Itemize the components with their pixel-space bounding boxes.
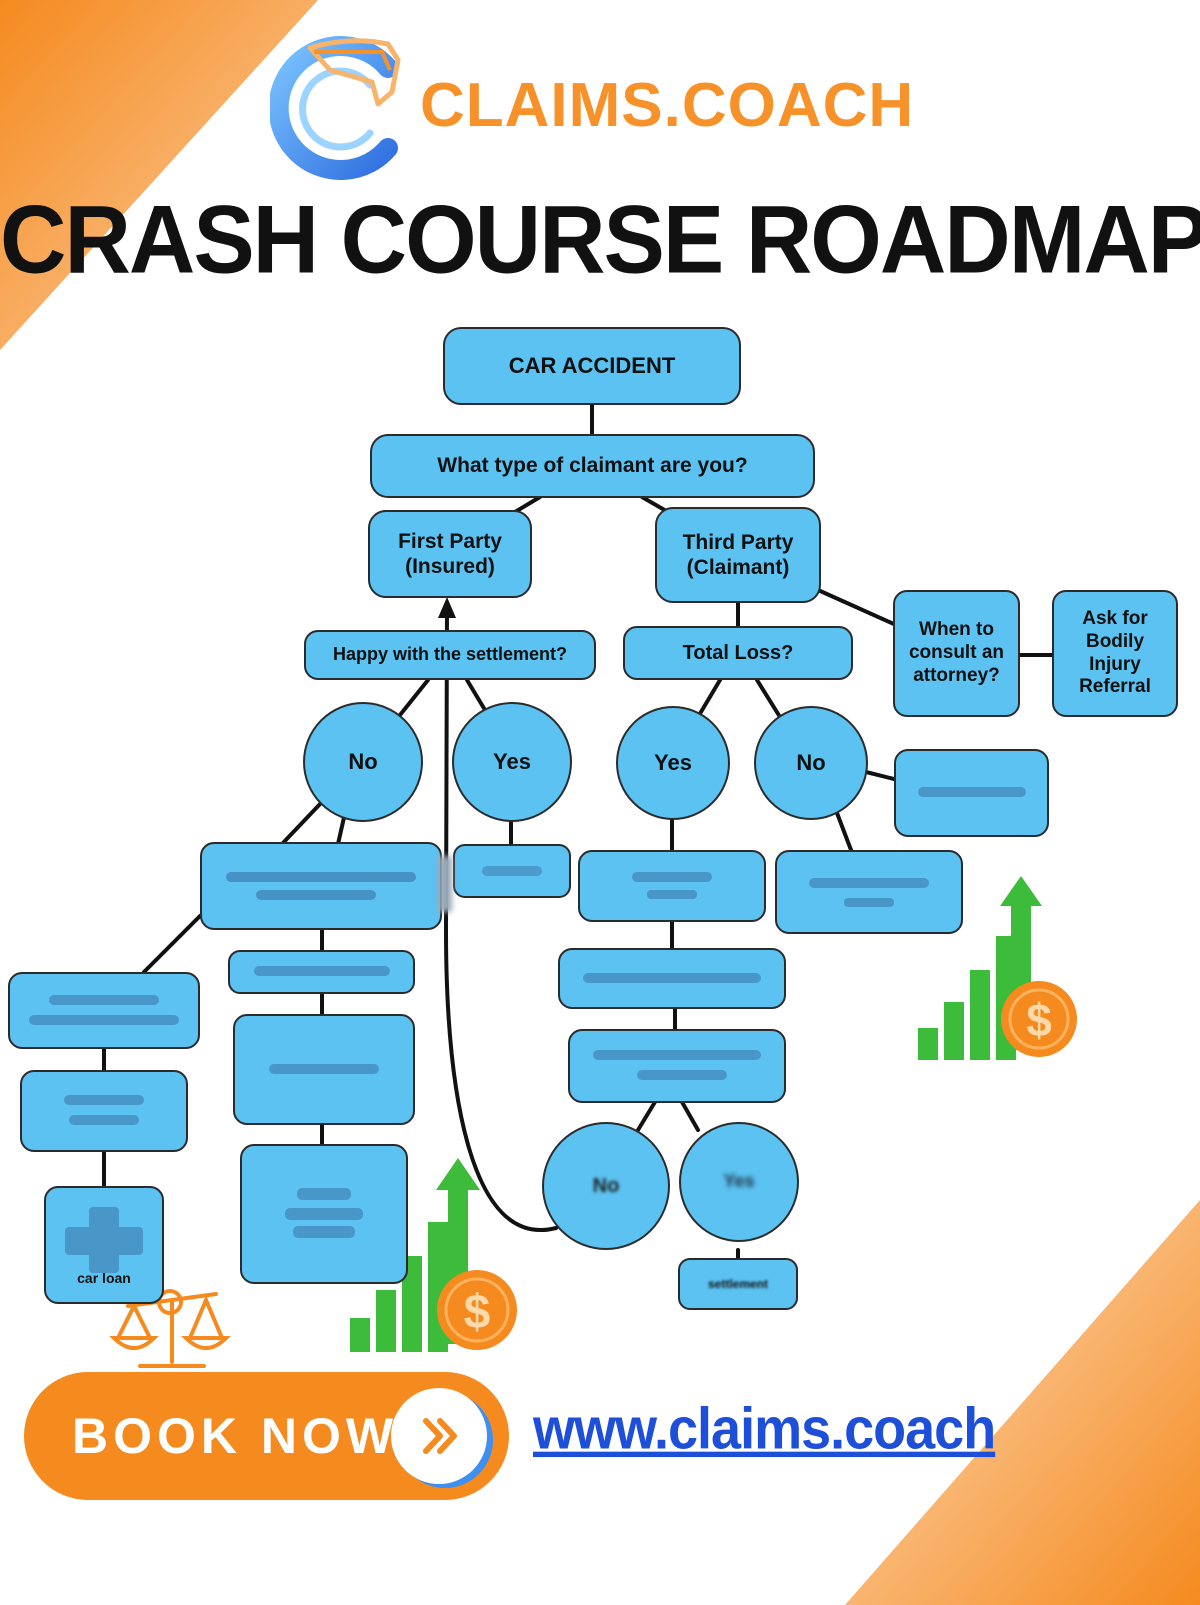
consult-attorney-node: When to consult an attorney? [893,590,1020,717]
brand-name-part2: COACH [681,71,915,140]
consult-attorney-line2: consult an [908,642,1004,664]
obscured-node-left-branch [8,972,200,1049]
blurred-text-placeholder [253,966,390,976]
happy-no-circle: No [303,702,423,822]
blurred-text-placeholder [285,1188,363,1238]
consult-attorney-line3: attorney? [913,664,1000,686]
brand-logo: CLAIMS.COACH [270,30,913,180]
obscured-node-step4 [240,1144,408,1284]
lower-yes-circle: Yes [679,1122,799,1242]
blurred-text-placeholder [583,972,761,983]
page-title: CRASH COURSE ROADMAP [0,186,1200,294]
obscured-node-settlement: settlement [678,1258,798,1310]
blurred-text-placeholder [809,878,929,907]
consult-attorney-line1: When to [919,619,994,641]
blurred-text-placeholder [482,866,542,876]
book-now-label: BOOK NOW [72,1408,399,1464]
obscured-node-car-loan: car loan [44,1186,164,1304]
partial-settlement-label: settlement [707,1276,769,1291]
blurred-text-placeholder [65,1207,143,1273]
first-party-line2: (Insured) [405,555,495,578]
car-accident-label: CAR ACCIDENT [508,352,676,378]
svg-text:$: $ [1026,994,1052,1046]
obscured-node-send-examiner [558,948,786,1009]
brand-name-part1: CLAIMS. [420,71,682,140]
claimant-type-node: What type of claimant are you? [370,434,815,498]
lower-no-circle: No [542,1122,670,1250]
bodily-injury-line1: Ask for [1082,607,1148,629]
bodily-injury-line4: Referral [1079,676,1151,698]
happy-yes-circle: Yes [452,702,572,822]
bodily-injury-line3: Injury [1089,653,1141,675]
first-party-line1: First Party [398,529,502,553]
growth-chart-icon-right: $ [918,876,1077,1060]
obscured-node-total-loss-yes-result [578,850,766,922]
obscured-node-yes-result [453,844,571,898]
obscured-node-question [568,1029,786,1103]
svg-text:$: $ [464,1286,491,1339]
blurred-text-placeholder [632,872,712,899]
blurred-text-placeholder [226,872,416,900]
blurred-text-placeholder [917,787,1026,797]
brand-name: CLAIMS.COACH [420,70,914,141]
total-loss-node: Total Loss? [623,626,853,680]
lower-yes-label: Yes [723,1171,755,1192]
claimant-type-label: What type of claimant are you? [437,454,748,478]
bodily-injury-line2: Bodily [1085,630,1145,652]
happy-yes-label: Yes [493,748,531,774]
happy-settlement-label: Happy with the settlement? [332,644,568,665]
bodily-injury-node: Ask for Bodily Injury Referral [1052,590,1178,717]
car-accident-node: CAR ACCIDENT [443,327,741,405]
partial-car-loan-label: car loan [77,1270,131,1286]
total-loss-label: Total Loss? [682,642,794,664]
obscured-fragment [438,856,452,912]
total-loss-no-circle: No [754,706,868,820]
third-party-line2: (Claimant) [686,556,790,579]
obscured-node-left-step2 [20,1070,188,1152]
claims-coach-logo-icon [270,36,401,180]
growth-chart-icon-left: $ [350,1158,517,1352]
third-party-node: Third Party (Claimant) [655,507,821,603]
blurred-text-placeholder [593,1050,761,1080]
happy-settlement-node: Happy with the settlement? [304,630,596,680]
blurred-text-placeholder [269,1063,379,1074]
happy-no-label: No [348,748,378,774]
book-now-button[interactable]: BOOK NOW [24,1372,509,1500]
obscured-node-repair-left [200,842,442,930]
total-loss-no-label: No [796,749,826,775]
first-party-node: First Party (Insured) [368,510,532,598]
total-loss-yes-circle: Yes [616,706,730,820]
balance-scale-icon [109,1289,231,1368]
third-party-line1: Third Party [682,530,794,554]
website-link[interactable]: www.claims.coach [533,1396,996,1462]
lower-no-label: No [592,1175,620,1197]
obscured-node-total-loss-no-result [775,850,963,934]
obscured-node-right-no [894,749,1049,837]
double-chevron-right-icon [391,1388,487,1484]
total-loss-yes-label: Yes [654,749,692,775]
obscured-node-step3 [233,1014,415,1125]
blurred-text-placeholder [64,1095,144,1125]
blurred-text-placeholder [29,994,179,1025]
obscured-node-audit [228,950,415,994]
